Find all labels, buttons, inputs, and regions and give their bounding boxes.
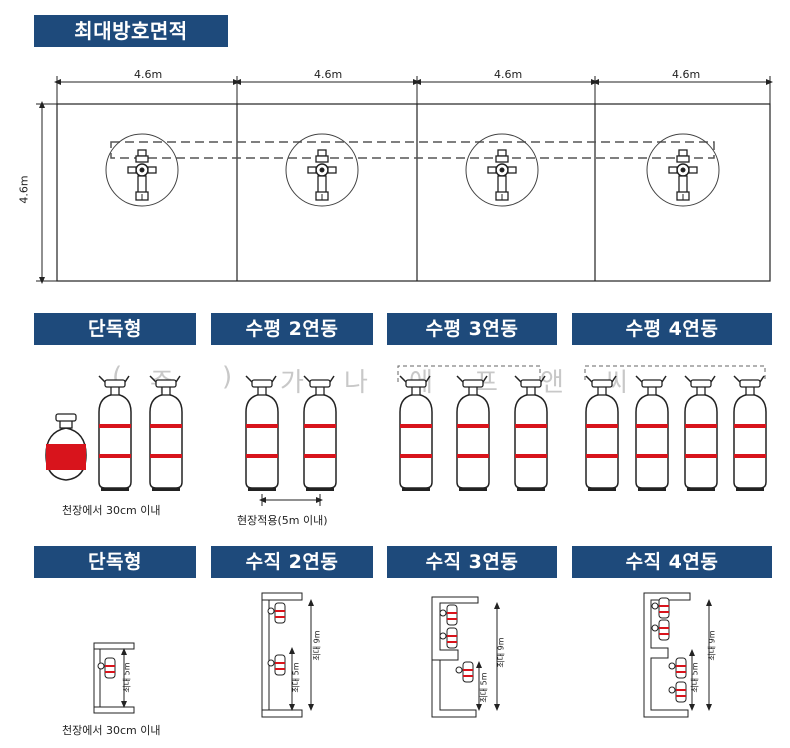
header-vertical-3: 수직 3연동 xyxy=(387,546,557,578)
page-title: 최대방호면적 xyxy=(34,15,228,47)
header-horizontal-4: 수평 4연동 xyxy=(572,313,772,345)
single-units-row1 xyxy=(45,375,183,492)
watermark-4: 가 xyxy=(280,368,304,398)
horizontal-4-units xyxy=(584,365,767,492)
dim-label-1: 4.6m xyxy=(134,68,163,81)
vertical-4 xyxy=(643,592,712,718)
header-vertical-4: 수직 4연동 xyxy=(572,546,772,578)
top-view-units xyxy=(105,133,720,207)
top-dimension-lines xyxy=(36,76,773,284)
vertical-single xyxy=(93,642,135,714)
header-horizontal-3: 수평 3연동 xyxy=(387,313,557,345)
vertical-2 xyxy=(261,592,314,718)
watermark-8: 앤 xyxy=(540,368,564,398)
horizontal-2-units xyxy=(245,375,337,506)
header-horizontal-2: 수평 2연동 xyxy=(211,313,373,345)
header-single-1: 단독형 xyxy=(34,313,196,345)
header-vertical-2: 수직 2연동 xyxy=(211,546,373,578)
dim-label-3: 4.6m xyxy=(494,68,523,81)
caption-single-ceiling: 천장에서 30cm 이내 xyxy=(62,504,161,517)
header-single-2: 단독형 xyxy=(34,546,196,578)
watermark-9: 씨 xyxy=(604,368,628,398)
caption-single-ceiling-2: 천장에서 30cm 이내 xyxy=(62,724,161,737)
protection-area-grid xyxy=(56,103,771,282)
vertical-3 xyxy=(431,596,500,718)
watermark-1: ( xyxy=(112,362,123,392)
watermark-3: ) xyxy=(222,362,233,392)
horizontal-3-units xyxy=(397,365,548,492)
dim-label-4: 4.6m xyxy=(672,68,701,81)
watermark-5: 나 xyxy=(344,368,368,398)
dim-label-2: 4.6m xyxy=(314,68,343,81)
caption-horizontal-distance: 현장적용(5m 이내) xyxy=(237,514,328,527)
watermark-7: 프 xyxy=(474,368,498,398)
